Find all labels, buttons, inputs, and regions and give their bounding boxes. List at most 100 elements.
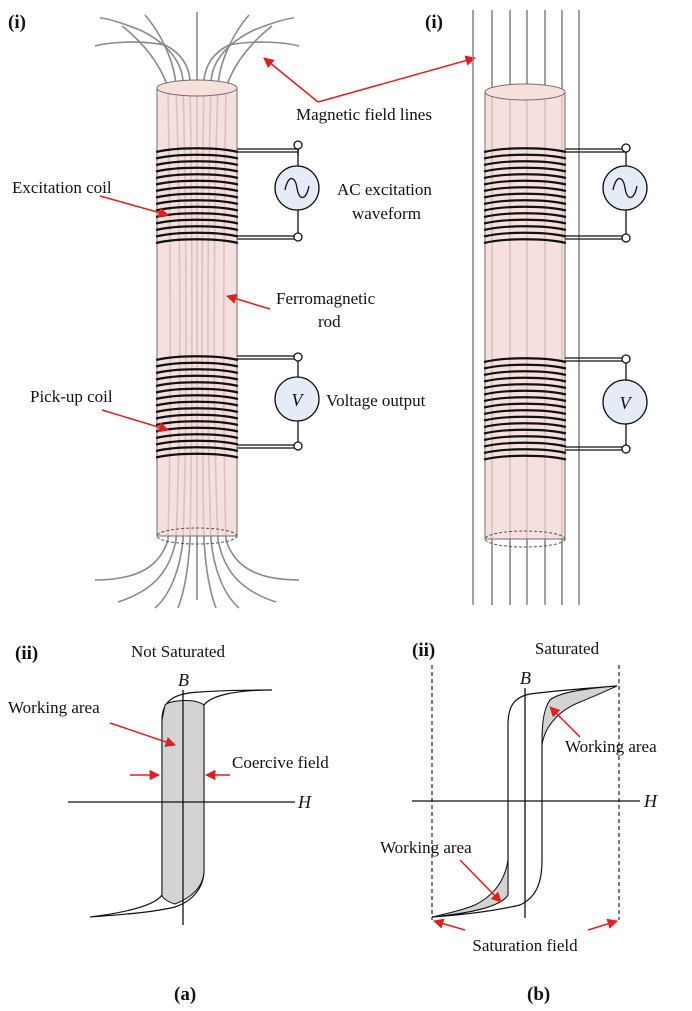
coil-winding [483, 199, 567, 206]
panel-a-sub-ii: (ii) [15, 643, 38, 664]
not-saturated-label: Not Saturated [131, 642, 225, 661]
pickup-coil-b [483, 357, 567, 461]
coil-winding [155, 231, 239, 238]
working-area-top-label: Working area [565, 737, 657, 756]
coil-winding [155, 186, 239, 193]
pickup-coil-label: Pick-up coil [30, 387, 113, 406]
coil-winding [483, 415, 567, 422]
working-area-top-arrow [549, 706, 581, 738]
coil-winding [155, 153, 239, 160]
coil-winding [155, 446, 239, 453]
coil-winding [155, 433, 239, 440]
coil-winding [483, 205, 567, 212]
caption-b: (b) [527, 984, 550, 1005]
axis-h-label-b: H [643, 791, 658, 811]
coil-winding [155, 218, 239, 225]
panel-b-hysteresis: (ii) Saturated B H Working area Working … [380, 639, 658, 1005]
saturation-arrow-right [587, 918, 619, 931]
coil-winding [483, 376, 567, 383]
panel-b-sub-i: (i) [425, 12, 443, 33]
panel-a-sensor: V (i) Magnetic field lines Excitation co… [8, 12, 477, 609]
coil-winding [483, 357, 567, 364]
coil-winding [155, 394, 239, 401]
coil-winding [483, 238, 567, 245]
coil-winding [155, 361, 239, 368]
working-area-arrow-a [109, 722, 176, 747]
coil-winding [483, 422, 567, 429]
coil-winding [483, 363, 567, 370]
coil-winding [155, 238, 239, 245]
field-lines-arrow-b [317, 55, 477, 103]
coil-winding [155, 452, 239, 459]
coil-winding [483, 147, 567, 154]
axis-b-label-a: B [178, 670, 189, 690]
coercive-field-label: Coercive field [232, 753, 329, 772]
working-area-label-a: Working area [8, 698, 100, 717]
coil-winding [483, 428, 567, 435]
coil-winding [483, 173, 567, 180]
excitation-coil-arrow [99, 195, 170, 218]
panel-b-sub-ii: (ii) [412, 640, 435, 661]
coil-winding [155, 413, 239, 420]
field-lines-label: Magnetic field lines [296, 105, 432, 124]
coil-winding [483, 370, 567, 377]
voltmeter-icon-a [274, 376, 320, 422]
working-area-b-top [541, 685, 618, 746]
pickup-circuit-a: V [237, 352, 320, 451]
panel-a-sub-i: (i) [8, 12, 26, 33]
pickup-circuit-b: V [565, 354, 648, 454]
coil-winding [155, 374, 239, 381]
coil-winding [155, 368, 239, 375]
coil-winding [483, 153, 567, 160]
coil-winding [155, 400, 239, 407]
coil-winding [155, 173, 239, 180]
sine-wave-icon [284, 177, 310, 199]
coil-winding [483, 218, 567, 225]
coil-winding [483, 409, 567, 416]
panel-a-hysteresis: (ii) Not Saturated B H Working area Coer… [8, 642, 329, 1005]
coil-winding [155, 147, 239, 154]
coil-winding [483, 160, 567, 167]
coil-winding [483, 179, 567, 186]
coil-winding [483, 212, 567, 219]
coil-winding [155, 407, 239, 414]
ac-label-line1: AC excitation [337, 180, 432, 199]
working-area-b-bottom [431, 859, 509, 918]
voltage-output-label: Voltage output [326, 391, 426, 410]
voltmeter-label-a: V [292, 390, 305, 410]
coil-winding [155, 381, 239, 388]
coil-winding [483, 402, 567, 409]
coil-winding [155, 439, 239, 446]
coil-winding [155, 179, 239, 186]
saturated-label: Saturated [535, 639, 600, 658]
coil-winding [483, 186, 567, 193]
ac-label-line2: waveform [352, 204, 421, 223]
working-area-bottom-arrow [459, 859, 502, 903]
coil-winding [155, 387, 239, 394]
excitation-circuit-a [237, 140, 320, 242]
coil-winding [483, 383, 567, 390]
rod-label-line1: Ferromagnetic [276, 289, 376, 308]
coil-winding [483, 396, 567, 403]
excitation-coil-label: Excitation coil [12, 178, 112, 197]
coil-winding [483, 225, 567, 232]
excitation-coil-b [483, 147, 567, 245]
coil-winding [483, 166, 567, 173]
coil-winding [483, 192, 567, 199]
coil-winding [483, 441, 567, 448]
panel-b-sensor: V (i) [425, 10, 648, 605]
pickup-coil-arrow [101, 409, 170, 433]
coil-winding [483, 448, 567, 455]
saturation-field-label: Saturation field [472, 936, 578, 955]
coil-winding [155, 199, 239, 206]
coil-winding [155, 355, 239, 362]
excitation-circuit-b [565, 143, 648, 243]
ferromagnetic-rod-b [484, 83, 566, 548]
coil-winding [155, 166, 239, 173]
coil-winding [483, 389, 567, 396]
coil-winding [155, 160, 239, 167]
working-area-bottom-label: Working area [380, 838, 472, 857]
caption-a: (a) [174, 984, 196, 1005]
